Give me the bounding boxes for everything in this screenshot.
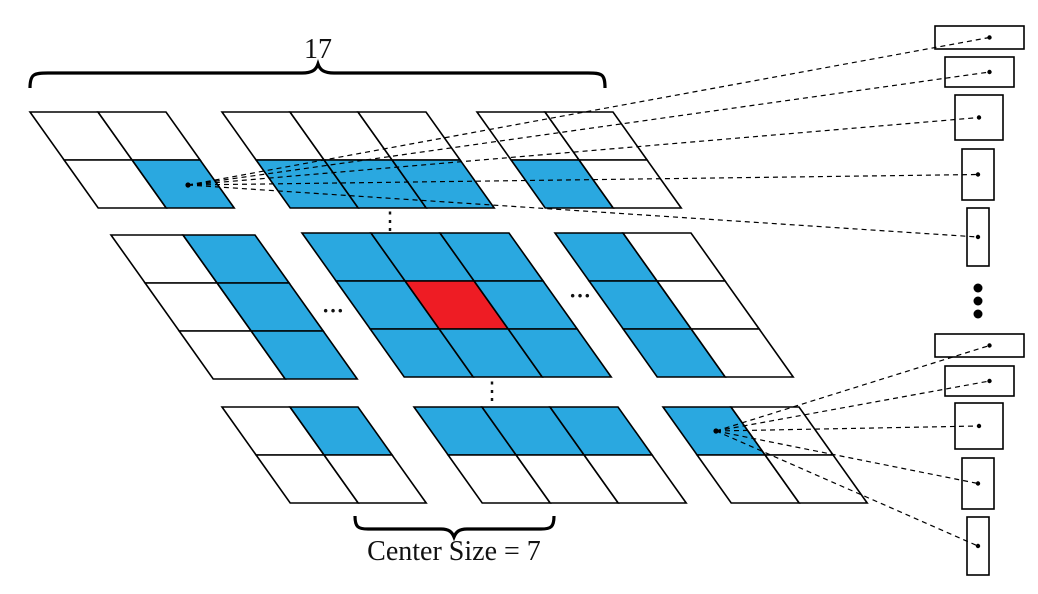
bottom-stack-layer-dot	[975, 543, 981, 549]
top-stack-layer-box	[934, 25, 1025, 50]
grid-cell	[577, 159, 683, 209]
ray-group	[185, 36, 990, 547]
bottom-stack-projection-line	[715, 425, 980, 432]
bottom-stack-layer-dot	[987, 343, 992, 348]
bottom-brace	[353, 515, 556, 542]
bottom-stack-origin-dot	[713, 428, 719, 434]
top-stack-layer-dot	[975, 234, 981, 240]
top-brace	[28, 58, 607, 89]
stack-gap-dot	[973, 283, 983, 293]
stack-gap-dot	[973, 296, 983, 306]
grid-top-middle	[220, 111, 496, 209]
bottom-stack-layer-box	[934, 333, 1025, 358]
top-stack-layer-dot	[987, 69, 992, 75]
grid-center	[300, 232, 613, 378]
grid-middle-left	[109, 234, 359, 380]
ellipsis-vertical-bottom: ⋮	[480, 379, 504, 405]
grid-cell	[390, 159, 496, 209]
bottom-stack-projection-line	[715, 344, 990, 432]
ellipsis-horizontal-left: ···	[322, 298, 344, 323]
ellipsis-horizontal-right: ···	[569, 283, 591, 308]
bottom-stack-projection-line	[715, 430, 979, 547]
grid-bottom-middle	[412, 406, 688, 504]
grid-top-left	[28, 111, 236, 209]
top-stack-layer-dot	[975, 172, 981, 177]
top-stack-origin-dot	[185, 182, 191, 188]
grid-cell	[130, 159, 236, 209]
grid-middle-right	[553, 232, 795, 378]
top-stack-projection-line	[187, 173, 979, 186]
stack-group	[934, 25, 1025, 576]
top-stack-layer-dot	[987, 35, 992, 40]
bottom-stack-layer-dot	[987, 378, 992, 384]
grid-top-right	[475, 111, 683, 209]
grid-cell	[763, 454, 869, 504]
bottom-stack-layer-box	[944, 365, 1015, 397]
grid-cell	[249, 330, 359, 380]
bottom-stack-projection-line	[715, 380, 990, 432]
grid-bottom-left	[220, 406, 428, 504]
top-stack-projection-line	[187, 36, 990, 186]
grid-cell	[689, 328, 795, 378]
top-stack-projection-line	[187, 116, 980, 186]
center-size-label: Center Size = 7	[367, 536, 541, 567]
grid-group	[28, 111, 869, 504]
top-width-label: 17	[304, 34, 332, 65]
stack-gap-dot	[973, 309, 983, 319]
grid-cell	[506, 328, 613, 378]
top-stack-projection-line	[187, 184, 979, 238]
grid-cell	[582, 454, 688, 504]
top-stack-layer-box	[944, 56, 1015, 88]
bottom-stack-layer-dot	[975, 481, 981, 486]
grid-cell	[322, 454, 428, 504]
ellipsis-vertical-top: ⋮	[378, 209, 402, 235]
